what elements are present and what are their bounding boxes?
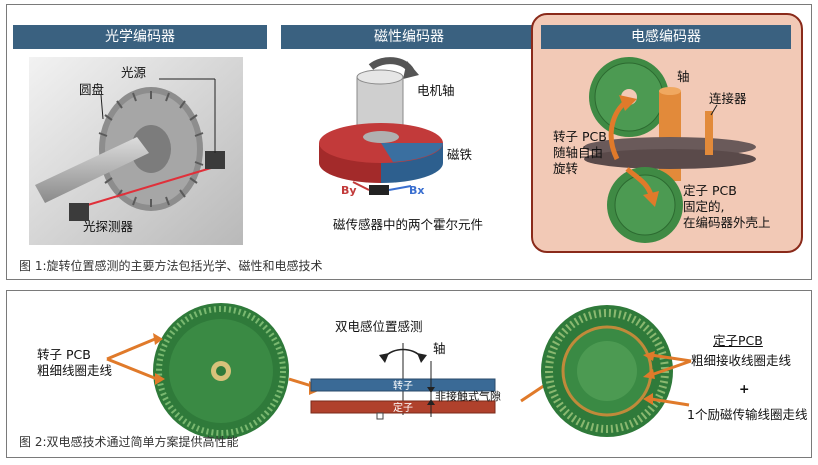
shaft-label-2: 轴 (433, 341, 446, 356)
connector-label: 连接器 (709, 91, 747, 106)
cross-section-diagram (310, 343, 496, 420)
inductive-shaft-label: 轴 (677, 69, 690, 84)
bx-label: Bx (409, 184, 425, 197)
rotor-pcb-text-2: 转子 PCB 粗细线圈走线 (37, 347, 112, 379)
optical-encoder-header: 光学编码器 (13, 25, 267, 49)
stator-pcb-sub: 粗细接收线圈走线 (691, 353, 792, 368)
figure-2-caption: 图 2:双电感技术通过简单方案提供高性能 (19, 435, 239, 449)
inductive-encoder-illustration (584, 57, 756, 243)
optical-encoder-illustration (29, 57, 243, 245)
rotor-line-3: 旋转 (553, 161, 579, 176)
rotor-pcb-illustration (106, 303, 323, 439)
detector-label: 光探测器 (83, 219, 134, 234)
optical-disk (99, 87, 203, 211)
rotor-pcb-text: 转子 PCB 随轴自由 旋转 (553, 129, 607, 177)
hall-sensor-caption: 磁传感器中的两个霍尔元件 (333, 217, 484, 232)
rotor-line-2: 随轴自由 (553, 145, 604, 160)
figure-1-panel: 光学编码器 光源 圆盘 光探测器 磁性编码器 (6, 4, 812, 280)
stator-pcb-text: 定子 PCB 固定的, 在编码器外壳上 (683, 183, 771, 231)
excitation-coil-label: 1个励磁传输线圈走线 (687, 407, 808, 422)
magnetic-encoder-header: 磁性编码器 (281, 25, 537, 49)
inductive-encoder-header: 电感编码器 (541, 25, 791, 49)
rotor-pcb-line-2: 粗细线圈走线 (37, 363, 113, 378)
rotor-bar-label: 转子 (393, 381, 413, 392)
dual-inductive-title: 双电感位置感测 (335, 319, 423, 334)
rotor-line-1: 转子 PCB (553, 129, 607, 144)
stator-arrow-icon (625, 167, 654, 196)
stator-bar-label: 定子 (393, 403, 413, 414)
stator-line-1: 定子 PCB (683, 183, 737, 198)
disk-label: 圆盘 (79, 82, 105, 97)
rotation-arrow-icon (368, 57, 415, 74)
magnet-label: 磁铁 (447, 147, 473, 162)
stator-line-3: 在编码器外壳上 (683, 215, 771, 230)
figure-1-caption: 图 1:旋转位置感测的主要方法包括光学、磁性和电感技术 (19, 259, 323, 273)
by-label: By (341, 184, 357, 197)
plus-sign: + (739, 381, 750, 396)
rotor-pcb-line-1: 转子 PCB (37, 347, 91, 362)
air-gap-label: 非接触式气隙 (435, 390, 501, 403)
stator-callout-arrows (643, 351, 692, 407)
motor-shaft-label: 电机轴 (417, 83, 455, 98)
magnetic-encoder-illustration (319, 57, 443, 195)
light-source-label: 光源 (121, 65, 147, 80)
figure-2-panel: 转子 PCB 粗细线圈走线 双电感位置感测 轴 转子 定子 非接触式气隙 (6, 290, 812, 458)
stator-line-2: 固定的, (683, 199, 725, 214)
stator-pcb-title: 定子PCB (713, 333, 763, 348)
